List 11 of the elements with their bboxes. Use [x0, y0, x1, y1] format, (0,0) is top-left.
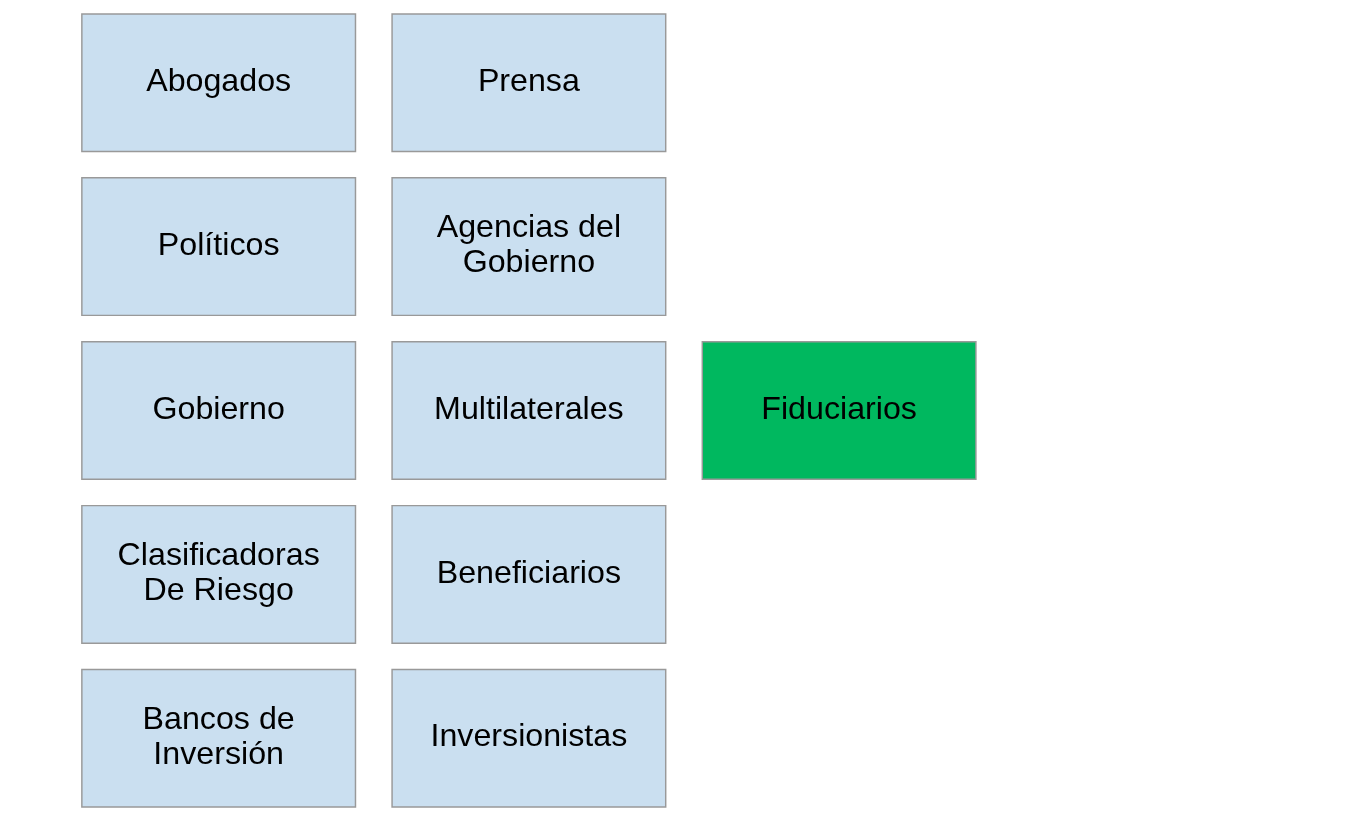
- node-box: Gobierno: [80, 341, 356, 480]
- node-box: Multilaterales: [390, 341, 666, 480]
- node-box: Abogados: [80, 13, 356, 153]
- node-box: Bancos de Inversión: [80, 668, 356, 808]
- node-box: Inversionistas: [390, 668, 666, 808]
- node-box: Beneficiarios: [390, 504, 666, 644]
- node-box: Fiduciarios: [701, 341, 977, 480]
- node-box: Agencias del Gobierno: [390, 177, 666, 317]
- node-box: Políticos: [80, 177, 356, 317]
- node-box: Prensa: [390, 13, 666, 153]
- node-box: Clasificadoras De Riesgo: [80, 504, 356, 644]
